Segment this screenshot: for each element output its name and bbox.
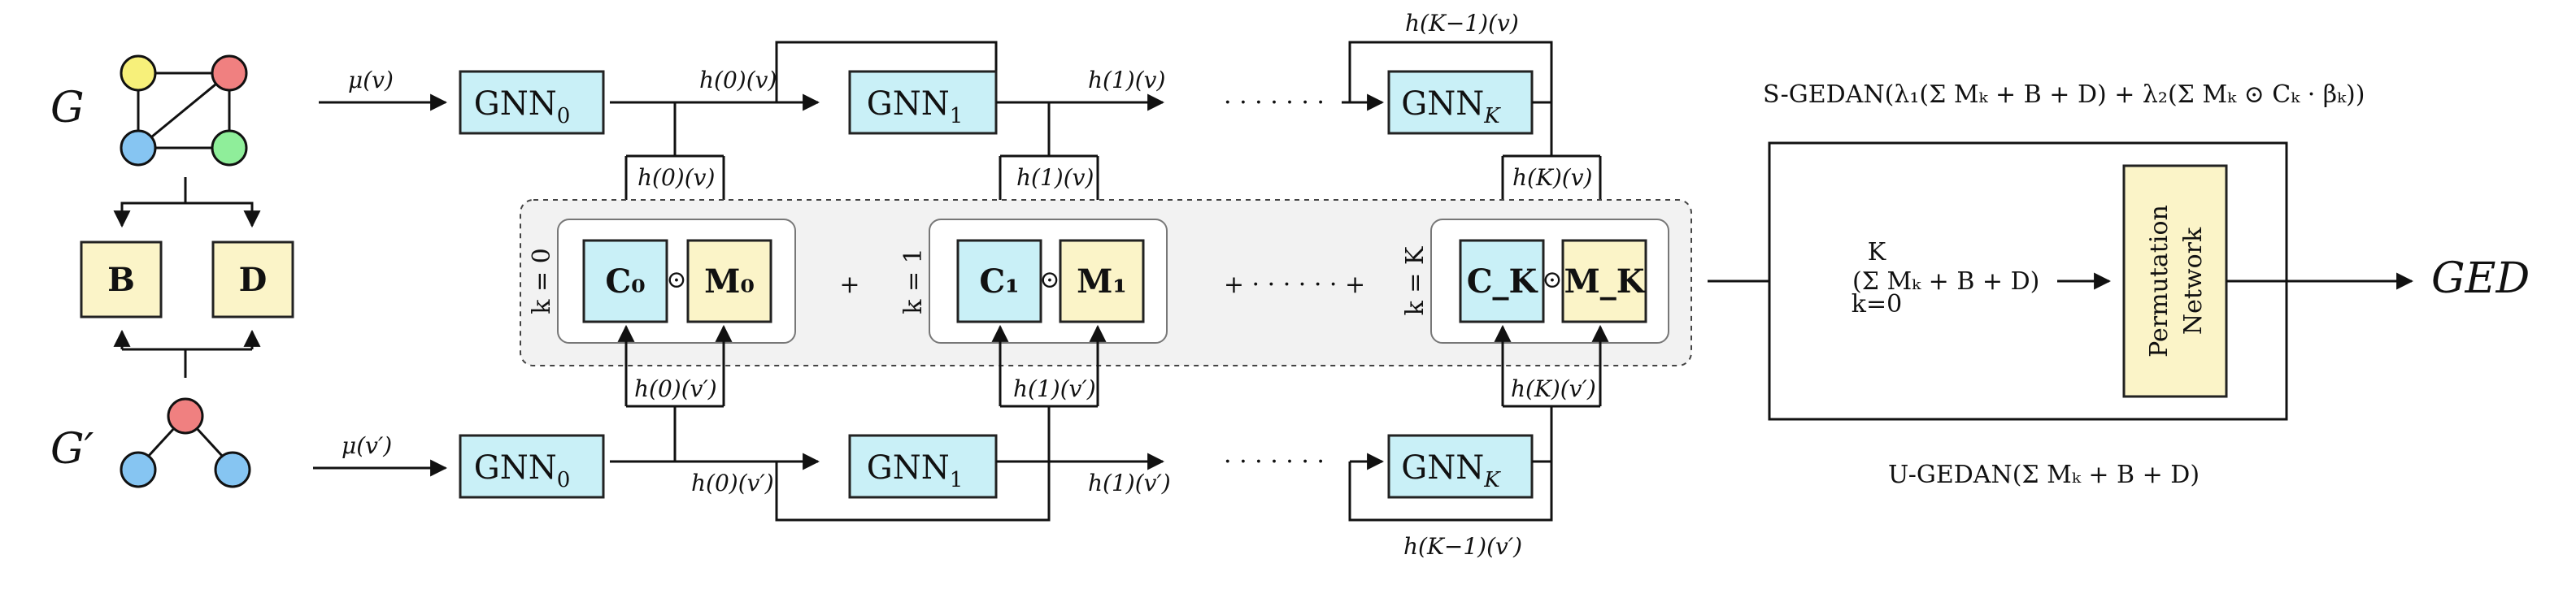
matrix-b-box: [80, 240, 163, 318]
edge-label-hkv-down: h(K)(v): [1512, 164, 1592, 191]
mk-box: [1561, 239, 1647, 323]
gnn1-top-label: GNN1: [867, 85, 964, 128]
m0-box: [686, 239, 772, 323]
gnn1-top-box: [848, 70, 998, 135]
ck-label: C_K: [1467, 262, 1538, 301]
plus-dots: + · · · · · · +: [1224, 271, 1365, 299]
edge-label-h1v: h(1)(v): [1088, 67, 1165, 93]
matrix-d-label: D: [239, 261, 268, 299]
c0-label: C₀: [605, 262, 645, 301]
dots-bottom: · · · · · · ·: [1224, 448, 1325, 476]
c0-box: [582, 239, 668, 323]
graph-node: [167, 397, 204, 435]
graph-node: [120, 129, 157, 167]
edge-label-h1v-down: h(1)(v): [1016, 164, 1094, 191]
edge-label-h0v: h(0)(v): [699, 67, 777, 93]
permutation-network-box: [2122, 164, 2228, 398]
graph-node: [211, 54, 248, 92]
odot-1: ⊙: [1039, 266, 1060, 294]
m1-label: M₁: [1077, 262, 1127, 301]
gnnk-bottom-label: GNNK: [1401, 449, 1501, 492]
sum-expression: K (Σ Mₖ + B + D) k=0: [1852, 238, 2040, 318]
graph-node: [120, 54, 157, 92]
edge-label-h0vp: h(0)(v′): [691, 470, 774, 496]
edge-label-h0v-down: h(0)(v): [637, 164, 715, 191]
sum-upper-limit: K: [1868, 238, 1886, 266]
gnnk-bottom-box: [1387, 434, 1534, 499]
graph-node: [120, 451, 157, 488]
graph-node: [211, 129, 248, 167]
edge-label-h0vp-up: h(0)(v′): [634, 375, 717, 402]
edge-label-hkm1v: h(K−1)(v): [1405, 10, 1519, 37]
graph-node: [214, 451, 251, 488]
input-label-top: μ(v): [348, 67, 394, 93]
gnn0-bottom-box: [459, 434, 605, 499]
u-gedan-formula: U-GEDAN(Σ Mₖ + B + D): [1888, 461, 2200, 489]
sum-expr: (Σ Mₖ + B + D): [1852, 267, 2039, 296]
sum-lower-limit: k=0: [1852, 290, 1902, 318]
m1-box: [1059, 239, 1145, 323]
dots-top: · · · · · · ·: [1224, 89, 1325, 117]
gnn0-top-label: GNN0: [474, 85, 571, 128]
graph-g-prime-label: G′: [50, 425, 94, 474]
gnn1-bottom-label: GNN1: [867, 449, 964, 492]
mk-label: M_K: [1564, 262, 1645, 301]
gnn0-bottom-label: GNN0: [474, 449, 571, 492]
cm-block-k-k: k = K: [1401, 246, 1429, 315]
input-label-bottom: μ(v′): [342, 432, 392, 459]
edge-label-h1vp: h(1)(v′): [1088, 470, 1171, 496]
edge-label-hkm1vp: h(K−1)(v′): [1403, 533, 1522, 560]
plus-0: +: [839, 271, 859, 299]
graph-g-prime: [120, 397, 251, 488]
c1-box: [956, 239, 1042, 323]
matrix-d-box: [211, 240, 294, 318]
gnnk-top-box: [1387, 70, 1534, 135]
matrix-b-label: B: [107, 261, 135, 299]
edge-label-h1vp-up: h(1)(v′): [1013, 375, 1096, 402]
cm-block-1-k: k = 1: [899, 248, 928, 314]
edge-label-hkvp-up: h(K)(v′): [1511, 375, 1596, 402]
gnn0-top-box: [459, 70, 605, 135]
cm-block-0-k: k = 0: [528, 248, 556, 314]
graph-g-label: G: [50, 84, 85, 132]
odot-0: ⊙: [666, 266, 686, 294]
c1-label: C₁: [979, 262, 1019, 301]
odot-k: ⊙: [1542, 266, 1562, 294]
perm-line2: Network: [2179, 227, 2208, 335]
ck-box: [1459, 239, 1545, 323]
graph-g: [120, 54, 248, 167]
ged-output: GED: [2431, 254, 2530, 303]
gnnk-top-label: GNNK: [1401, 85, 1501, 128]
perm-line1: Permutation: [2145, 205, 2174, 358]
s-gedan-formula: S-GEDAN(λ₁(Σ Mₖ + B + D) + λ₂(Σ Mₖ ⊙ Cₖ …: [1763, 80, 2365, 109]
m0-label: M₀: [704, 262, 755, 301]
gnn1-bottom-box: [848, 434, 998, 499]
